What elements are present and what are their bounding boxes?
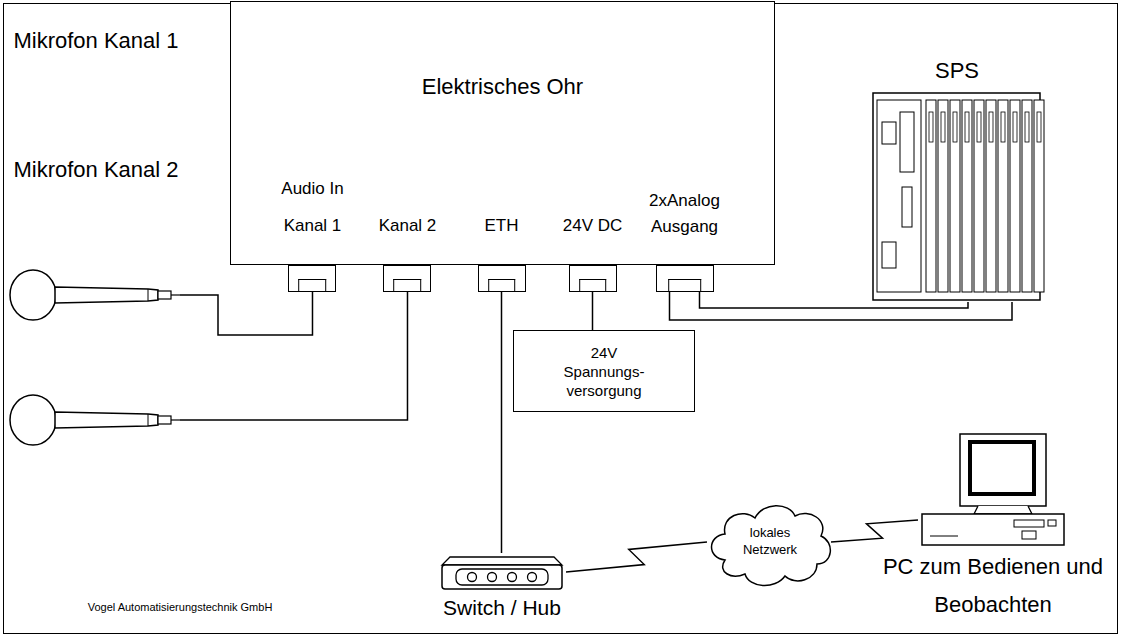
icon (8, 268, 180, 322)
port-label: ETH (478, 216, 526, 236)
icon (8, 393, 180, 447)
group-label: Audio In (253, 180, 373, 198)
switch-symbol (442, 557, 562, 589)
node-heading: Mikrofon Kanal 1 (6, 22, 186, 60)
node-heading: Mikrofon Kanal 2 (6, 151, 186, 189)
network-link (566, 542, 707, 572)
microphone-symbol (10, 270, 180, 320)
port-socket (579, 279, 607, 291)
port-socket (668, 279, 702, 291)
port-connector (656, 265, 714, 292)
pc-symbol (922, 434, 1064, 545)
port-label: Kanal 1 (284, 216, 342, 236)
port-socket (394, 279, 422, 291)
pc: PC zum Bedienen und Beobachten (918, 432, 1068, 547)
port-connector (288, 265, 336, 292)
cable (180, 292, 312, 336)
icon (918, 432, 1068, 547)
port-connector (383, 265, 431, 292)
node-heading: Switch / Hub (400, 595, 604, 621)
port-connector (569, 265, 617, 292)
switch: Switch / Hub (440, 553, 564, 591)
network-link (831, 520, 918, 542)
plc: SPS (872, 92, 1042, 302)
icon (440, 553, 564, 591)
port: 24V DC (563, 216, 623, 292)
port-label: Kanal 2 (379, 216, 437, 236)
microphone: Mikrofon Kanal 1 (8, 268, 180, 322)
network-cloud: lokales Netzwerk (705, 500, 835, 590)
port-label: 24V DC (563, 216, 623, 236)
port: ETH (478, 216, 526, 292)
company-note: Vogel Automatisierungstechnik GmbH (60, 598, 300, 616)
port-connector (478, 265, 526, 292)
node-label: 24V Spannungs- versorgung (558, 331, 650, 400)
port-socket (299, 279, 327, 291)
node-heading: PC zum Bedienen und Beobachten (880, 548, 1106, 624)
port: 2xAnalog Ausgang (645, 188, 725, 292)
icon (872, 92, 1042, 302)
cable (180, 292, 407, 421)
node-heading: SPS (872, 58, 1042, 84)
port-socket (488, 279, 516, 291)
port-label: 2xAnalog Ausgang (645, 188, 725, 240)
power-supply-box: 24V Spannungs- versorgung (513, 330, 695, 412)
port: Kanal 2 (379, 216, 437, 292)
plc-symbol (873, 93, 1044, 300)
cable (501, 292, 503, 554)
device-box: Elektrisches OhrKanal 1 Kanal 2 ETH 24V DC 2… (230, 1, 775, 265)
node-label: Elektrisches Ohr (231, 2, 774, 100)
port: Kanal 1 (284, 216, 342, 292)
node-label: lokales Netzwerk (730, 500, 810, 558)
microphone-symbol (10, 395, 180, 445)
microphone: Mikrofon Kanal 2 (8, 393, 180, 447)
cable (592, 292, 594, 331)
